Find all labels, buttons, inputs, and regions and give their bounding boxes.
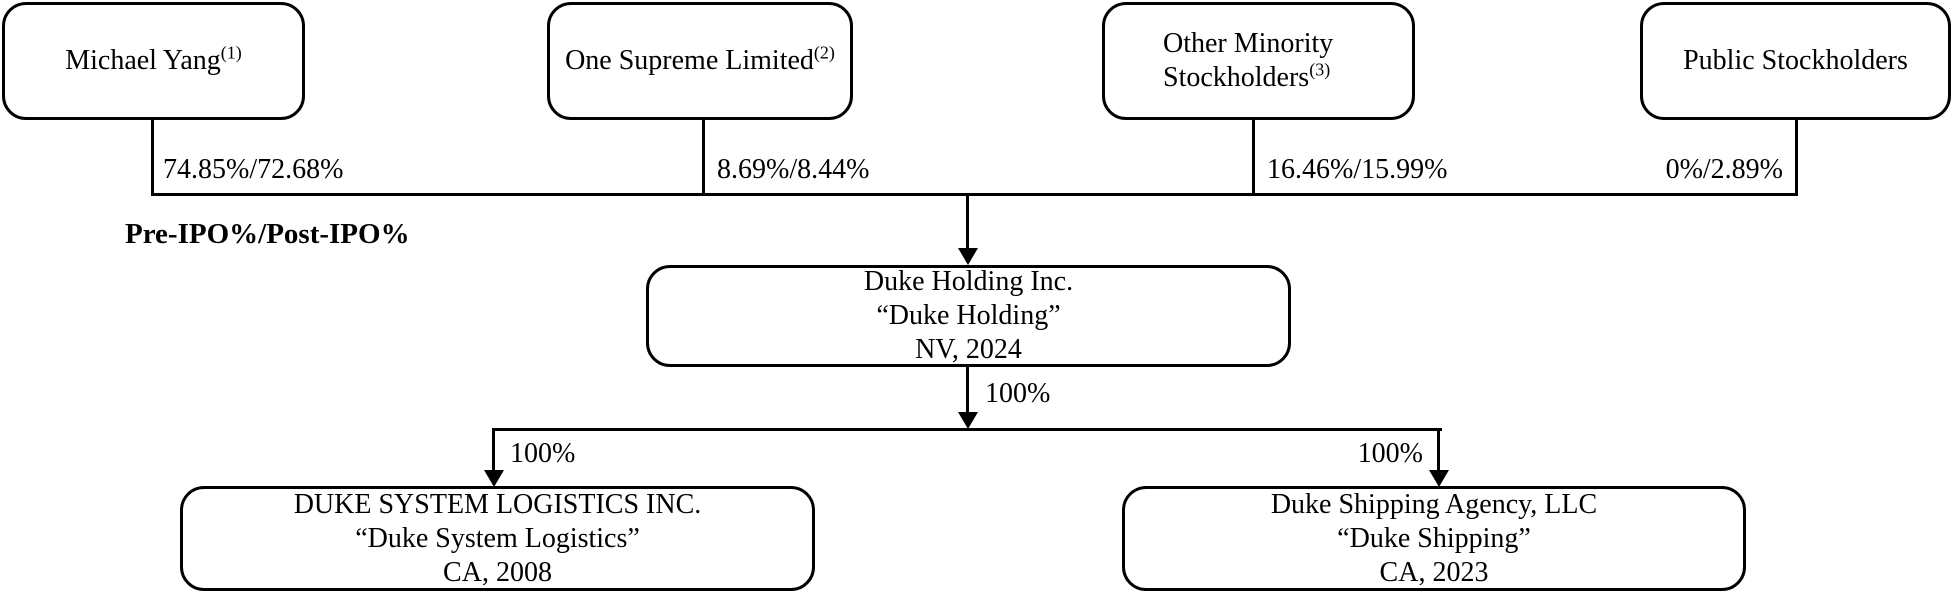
ownership-label-other-minority: 16.46%/15.99% — [1267, 154, 1448, 185]
arrow-line-to-shipping — [1437, 428, 1440, 472]
holding-company-box: Duke Holding Inc. “Duke Holding” NV, 202… — [646, 265, 1291, 367]
holding-dba: “Duke Holding” — [876, 300, 1061, 331]
subsidiary-jurisdiction-year: CA, 2008 — [443, 556, 552, 588]
stockholder-label: Michael Yang(1) — [65, 42, 242, 76]
subsidiary-dba: “Duke System Logistics” — [355, 522, 640, 554]
subsidiary-name: DUKE SYSTEM LOGISTICS INC. — [293, 488, 702, 520]
ownership-label-logistics: 100% — [510, 438, 576, 469]
footnote-marker: (1) — [220, 42, 242, 63]
ownership-label-holding: 100% — [985, 378, 1051, 409]
subsidiary-jurisdiction-year: CA, 2023 — [1379, 556, 1489, 588]
subsidiary-name: Duke Shipping Agency, LLC — [1270, 488, 1598, 520]
holding-jurisdiction-year: NV, 2024 — [915, 334, 1022, 365]
connector-line-one-supreme — [702, 119, 705, 196]
arrowhead-to-shipping — [1429, 470, 1449, 487]
stockholder-label: Other Minority Stockholders(3) — [1163, 28, 1334, 93]
ownership-label-shipping: 100% — [1357, 438, 1423, 469]
pre-post-ipo-legend: Pre-IPO%/Post-IPO% — [125, 218, 410, 250]
arrowhead-from-holding — [958, 412, 978, 429]
ownership-label-michael-yang: 74.85%/72.68% — [163, 154, 344, 185]
arrowhead-to-logistics — [484, 470, 504, 487]
stockholder-label: One Supreme Limited(2) — [565, 42, 835, 76]
stockholder-box-other-minority: Other Minority Stockholders(3) — [1102, 2, 1415, 120]
collector-line-top — [151, 193, 1798, 196]
subsidiary-box-duke-system-logistics: DUKE SYSTEM LOGISTICS INC. “Duke System … — [180, 486, 815, 591]
footnote-marker: (2) — [813, 42, 835, 63]
subsidiary-dba: “Duke Shipping” — [1337, 522, 1531, 554]
collector-line-bottom — [492, 428, 1442, 431]
footnote-marker: (3) — [1309, 59, 1331, 80]
connector-line-public-stockholders — [1795, 117, 1798, 196]
connector-line-other-minority — [1252, 119, 1255, 196]
stockholder-label: Public Stockholders — [1683, 45, 1908, 76]
subsidiary-box-duke-shipping: Duke Shipping Agency, LLC “Duke Shipping… — [1122, 486, 1746, 591]
ownership-label-public-stockholders: 0%/2.89% — [1665, 154, 1783, 185]
stockholder-box-public-stockholders: Public Stockholders — [1640, 2, 1951, 120]
holding-name: Duke Holding Inc. — [863, 266, 1074, 297]
ownership-label-one-supreme: 8.69%/8.44% — [717, 154, 870, 185]
stockholder-box-michael-yang: Michael Yang(1) — [2, 2, 305, 120]
connector-line-michael-yang — [151, 119, 154, 196]
stockholder-box-one-supreme-limited: One Supreme Limited(2) — [547, 2, 853, 120]
arrowhead-to-holding — [958, 248, 978, 265]
arrow-line-from-holding — [966, 367, 969, 414]
arrow-line-to-logistics — [492, 428, 495, 472]
arrow-line-to-holding — [966, 195, 969, 250]
